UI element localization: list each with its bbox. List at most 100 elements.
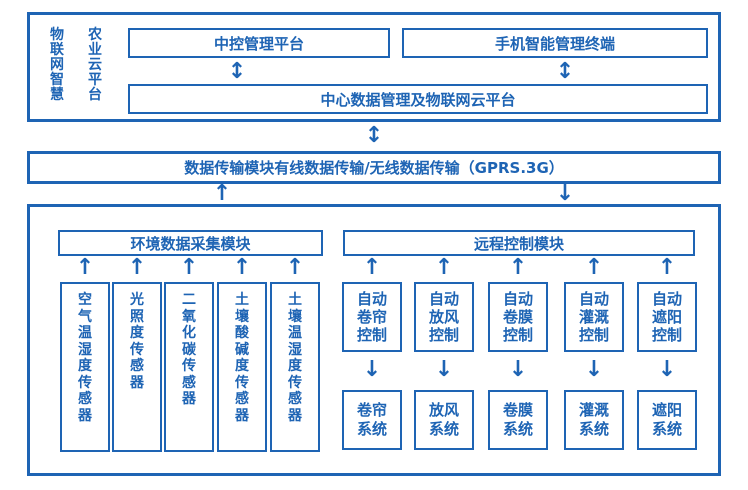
transmission-box: 数据传输模块有线数据传输/无线数据传输（GPRS.3G） [27,151,721,184]
side-label-char: 智 [50,72,64,89]
system-box: 卷帘系统 [342,390,402,450]
down-arrow-icon: ↓ [362,357,382,382]
updown-arrow-icon: ↕ [364,123,384,148]
down-arrow-icon: ↓ [657,357,677,382]
control-label: 自动卷帘控制 [356,289,387,345]
down-arrow-icon: ↓ [434,357,454,382]
down-arrow-icon: ↓ [508,357,528,382]
sensor-label-char: 土 [235,292,249,308]
control-box: 自动灌溉控制 [564,282,624,352]
sensor-label-char: 感 [288,391,302,408]
transmission-label: 数据传输模块有线数据传输/无线数据传输（GPRS.3G） [184,159,564,177]
system-label: 灌溉系统 [578,400,609,439]
sensor-label-char: 光 [130,292,144,308]
sensor-label: 空气温湿度传感器 [78,292,92,424]
sensor-label-char: 度 [235,358,249,375]
control-label: 自动卷膜控制 [502,289,533,345]
side-label-char: 网 [50,57,64,74]
system-label: 放风系统 [428,400,459,439]
system-box: 灌溉系统 [564,390,624,450]
mobile-terminal-box: 手机智能管理终端 [402,28,708,58]
sensor-label-char: 温 [288,325,302,342]
sensor-label-char: 土 [288,292,302,308]
sensor-label-char: 碱 [235,341,249,358]
system-box: 放风系统 [414,390,474,450]
up-arrow-icon: ↑ [179,255,199,280]
control-label: 自动遮阳控制 [651,289,682,345]
sensor-label: 土壤温湿度传感器 [288,292,302,424]
sensor-label-char: 感 [130,358,144,375]
sensor-label-char: 空 [78,292,92,308]
sensor-box: 二氧化碳传感器 [164,282,214,452]
sensor-label-char: 传 [235,374,249,391]
sensor-label-char: 氧 [182,308,196,325]
control-box: 自动卷帘控制 [342,282,402,352]
env-module-title-box: 环境数据采集模块 [58,230,323,256]
sensor-label-char: 度 [288,358,302,375]
sensor-label-char: 器 [182,391,196,408]
sensor-label-char: 壤 [235,308,249,325]
sensor-label-char: 感 [182,374,196,391]
side-label-char: 云 [88,57,102,74]
sensor-label-char: 感 [235,391,249,408]
cloud-platform-label: 中心数据管理及物联网云平台 [320,90,516,109]
up-arrow-icon: ↑ [508,255,528,280]
central-control-box: 中控管理平台 [128,28,390,58]
down-arrow-icon: ↓ [584,357,604,382]
side-label-char: 农 [88,27,102,43]
control-label: 自动灌溉控制 [578,289,609,345]
remote-module-title-box: 远程控制模块 [343,230,695,256]
control-box: 自动放风控制 [414,282,474,352]
env-module-title: 环境数据采集模块 [130,234,251,253]
up-arrow-icon: ↑ [127,255,147,280]
up-arrow-icon: ↑ [75,255,95,280]
sensor-label: 土壤酸碱度传感器 [235,292,249,424]
sensor-label: 光照度传感器 [130,292,144,391]
sensor-label-char: 湿 [78,341,92,358]
side-label-char: 台 [88,87,102,104]
sensor-label-char: 度 [78,358,92,375]
updown-arrow-icon: ↕ [227,59,247,84]
control-box: 自动卷膜控制 [488,282,548,352]
sensor-label-char: 器 [130,374,144,391]
sensor-label-char: 壤 [288,308,302,325]
sensor-label: 二氧化碳传感器 [182,292,196,408]
sensor-label-char: 传 [182,358,196,375]
sensor-label-char: 气 [78,308,92,325]
sensor-label-char: 器 [288,407,302,424]
sensor-label-char: 度 [130,325,144,342]
side-label-col2: 农业云平台 [88,27,102,112]
down-arrow-icon: ↓ [555,181,575,206]
sensor-label-char: 传 [288,374,302,391]
sensor-box: 土壤酸碱度传感器 [217,282,267,452]
sensor-label-char: 温 [78,325,92,342]
system-label: 卷帘系统 [356,400,387,439]
system-label: 遮阳系统 [651,400,682,439]
sensor-label-char: 化 [182,325,196,342]
sensor-box: 土壤温湿度传感器 [270,282,320,452]
control-box: 自动遮阳控制 [637,282,697,352]
up-arrow-icon: ↑ [232,255,252,280]
remote-module-title: 远程控制模块 [473,234,564,253]
sensor-label-char: 传 [78,374,92,391]
sensor-label-char: 照 [130,308,144,325]
system-box: 卷膜系统 [488,390,548,450]
up-arrow-icon: ↑ [212,181,232,206]
up-arrow-icon: ↑ [362,255,382,280]
cloud-platform-box: 中心数据管理及物联网云平台 [128,84,708,114]
side-label-char: 慧 [50,87,64,104]
sensor-label-char: 器 [78,407,92,424]
up-arrow-icon: ↑ [657,255,677,280]
sensor-label-char: 湿 [288,341,302,358]
up-arrow-icon: ↑ [285,255,305,280]
updown-arrow-icon: ↕ [555,59,575,84]
control-label: 自动放风控制 [428,289,459,345]
sensor-label-char: 碳 [182,341,196,358]
sensor-label-char: 感 [78,391,92,408]
sensor-label-char: 二 [182,292,196,308]
up-arrow-icon: ↑ [584,255,604,280]
sensor-label-char: 传 [130,341,144,358]
sensor-label-char: 器 [235,407,249,424]
up-arrow-icon: ↑ [434,255,454,280]
mobile-terminal-label: 手机智能管理终端 [494,34,615,53]
